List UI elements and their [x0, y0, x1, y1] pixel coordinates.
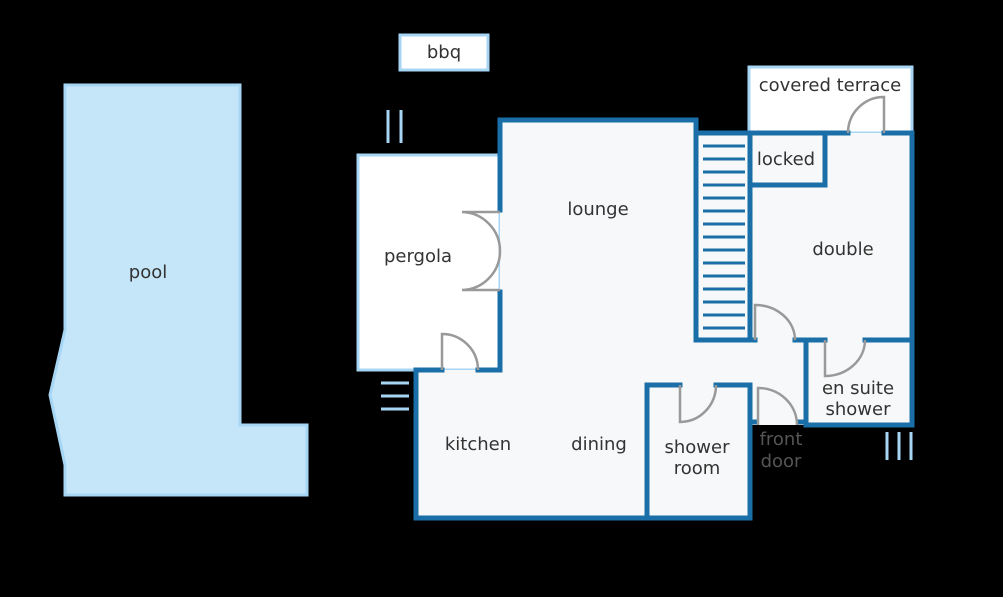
label-double: double	[812, 239, 873, 260]
label-en-suite-1: en suite	[822, 378, 894, 399]
label-locked: locked	[757, 149, 815, 170]
label-shower-room-1: shower	[665, 437, 731, 458]
pergola	[356, 153, 502, 372]
label-front-door-2: door	[761, 451, 802, 472]
bbq-box	[398, 33, 490, 72]
label-front-door-1: front	[760, 429, 803, 450]
label-en-suite-2: shower	[826, 399, 892, 420]
label-covered-terrace: covered terrace	[759, 75, 901, 96]
label-lounge: lounge	[567, 199, 628, 220]
label-dining: dining	[571, 434, 627, 455]
label-shower-room-2: room	[674, 458, 721, 479]
label-pool: pool	[129, 262, 167, 283]
pool-shape	[48, 83, 309, 497]
stairs	[703, 144, 745, 330]
doors	[440, 95, 886, 426]
label-kitchen: kitchen	[445, 434, 511, 455]
steps-outside	[381, 110, 913, 460]
walls	[413, 117, 915, 521]
label-bbq: bbq	[427, 42, 461, 63]
label-pergola: pergola	[384, 246, 452, 267]
